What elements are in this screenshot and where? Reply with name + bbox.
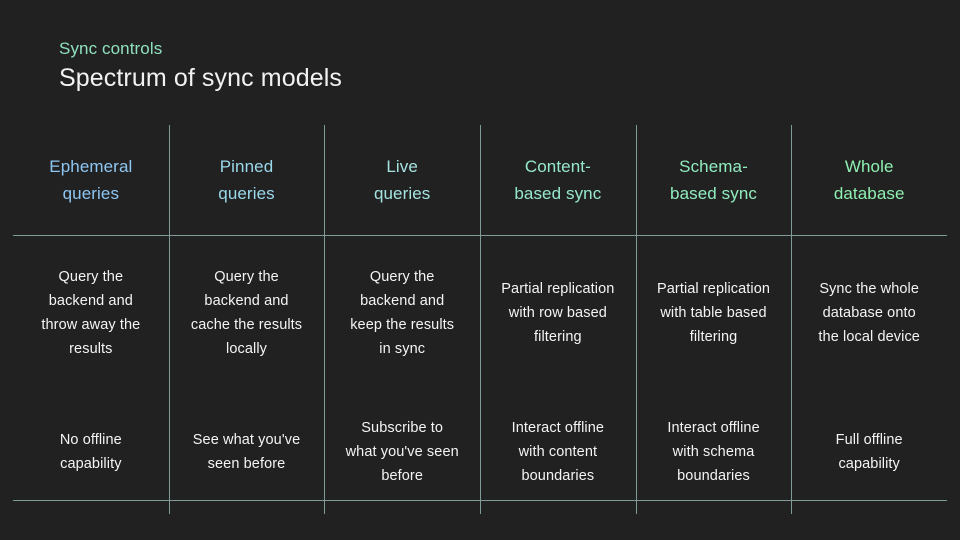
table-cell-text: Partial replication with table based fil… [656, 280, 771, 345]
table-row: No offline capability See what you've se… [13, 390, 947, 514]
table-column-header-whole-database: Whole database [791, 125, 947, 235]
sync-models-table: Ephemeral queries Pinned queries Live qu… [13, 125, 947, 515]
table-cell-text: Query the backend and throw away the res… [41, 268, 141, 357]
table-cell: Query the backend and cache the results … [168, 235, 325, 390]
table-cell-text: Query the backend and cache the results … [190, 268, 303, 357]
table-rule-under-header [13, 235, 947, 236]
table-header-row: Ephemeral queries Pinned queries Live qu… [13, 125, 947, 236]
table-cell-text: Sync the whole database onto the local d… [818, 280, 920, 345]
table-cell: Partial replication with row based filte… [480, 235, 636, 390]
table-cell: Partial replication with table based fil… [635, 235, 792, 390]
table-cell-text: Partial replication with row based filte… [501, 280, 615, 345]
slide-eyebrow: Sync controls [59, 39, 163, 58]
column-header-label: Live queries [373, 157, 431, 203]
title-block: Sync controls Spectrum of sync models [59, 38, 342, 94]
table-column-header-ephemeral-queries: Ephemeral queries [13, 125, 169, 235]
table-cell: Interact offline with schema boundaries [635, 390, 792, 514]
table-cell: Subscribe to what you've seen before [324, 390, 480, 514]
column-header-label: Content- based sync [514, 157, 602, 203]
table-cell: See what you've seen before [168, 390, 325, 514]
column-header-label: Pinned queries [218, 157, 275, 203]
table-cell-text: Full offline capability [835, 432, 903, 472]
table-cell: Query the backend and throw away the res… [13, 235, 169, 390]
table-cell-text: Subscribe to what you've seen before [345, 420, 459, 484]
table-cell: Query the backend and keep the results i… [324, 235, 480, 390]
table-row: Query the backend and throw away the res… [13, 235, 947, 501]
table-column-header-live-queries: Live queries [324, 125, 480, 235]
page-title: Spectrum of sync models [59, 64, 342, 92]
table-cell: Full offline capability [791, 390, 947, 514]
column-header-label: Schema- based sync [670, 157, 758, 203]
table-column-header-pinned-queries: Pinned queries [168, 125, 325, 235]
table-cell-text: No offline capability [59, 432, 122, 472]
table-column-header-schema-based-sync: Schema- based sync [635, 125, 792, 235]
column-header-label: Ephemeral queries [49, 157, 133, 203]
table-cell-text: Interact offline with schema boundaries [667, 420, 760, 484]
table-cell-text: See what you've seen before [192, 432, 301, 472]
table-cell: Interact offline with content boundaries [480, 390, 636, 514]
table-cell: No offline capability [13, 390, 169, 514]
table-column-header-content-based-sync: Content- based sync [480, 125, 636, 235]
table-rule-under-description-row [13, 500, 947, 501]
table-cell-text: Query the backend and keep the results i… [350, 268, 455, 357]
table-cell-text: Interact offline with content boundaries [511, 420, 605, 484]
table-cell: Sync the whole database onto the local d… [791, 235, 947, 390]
column-header-label: Whole database [833, 157, 905, 203]
